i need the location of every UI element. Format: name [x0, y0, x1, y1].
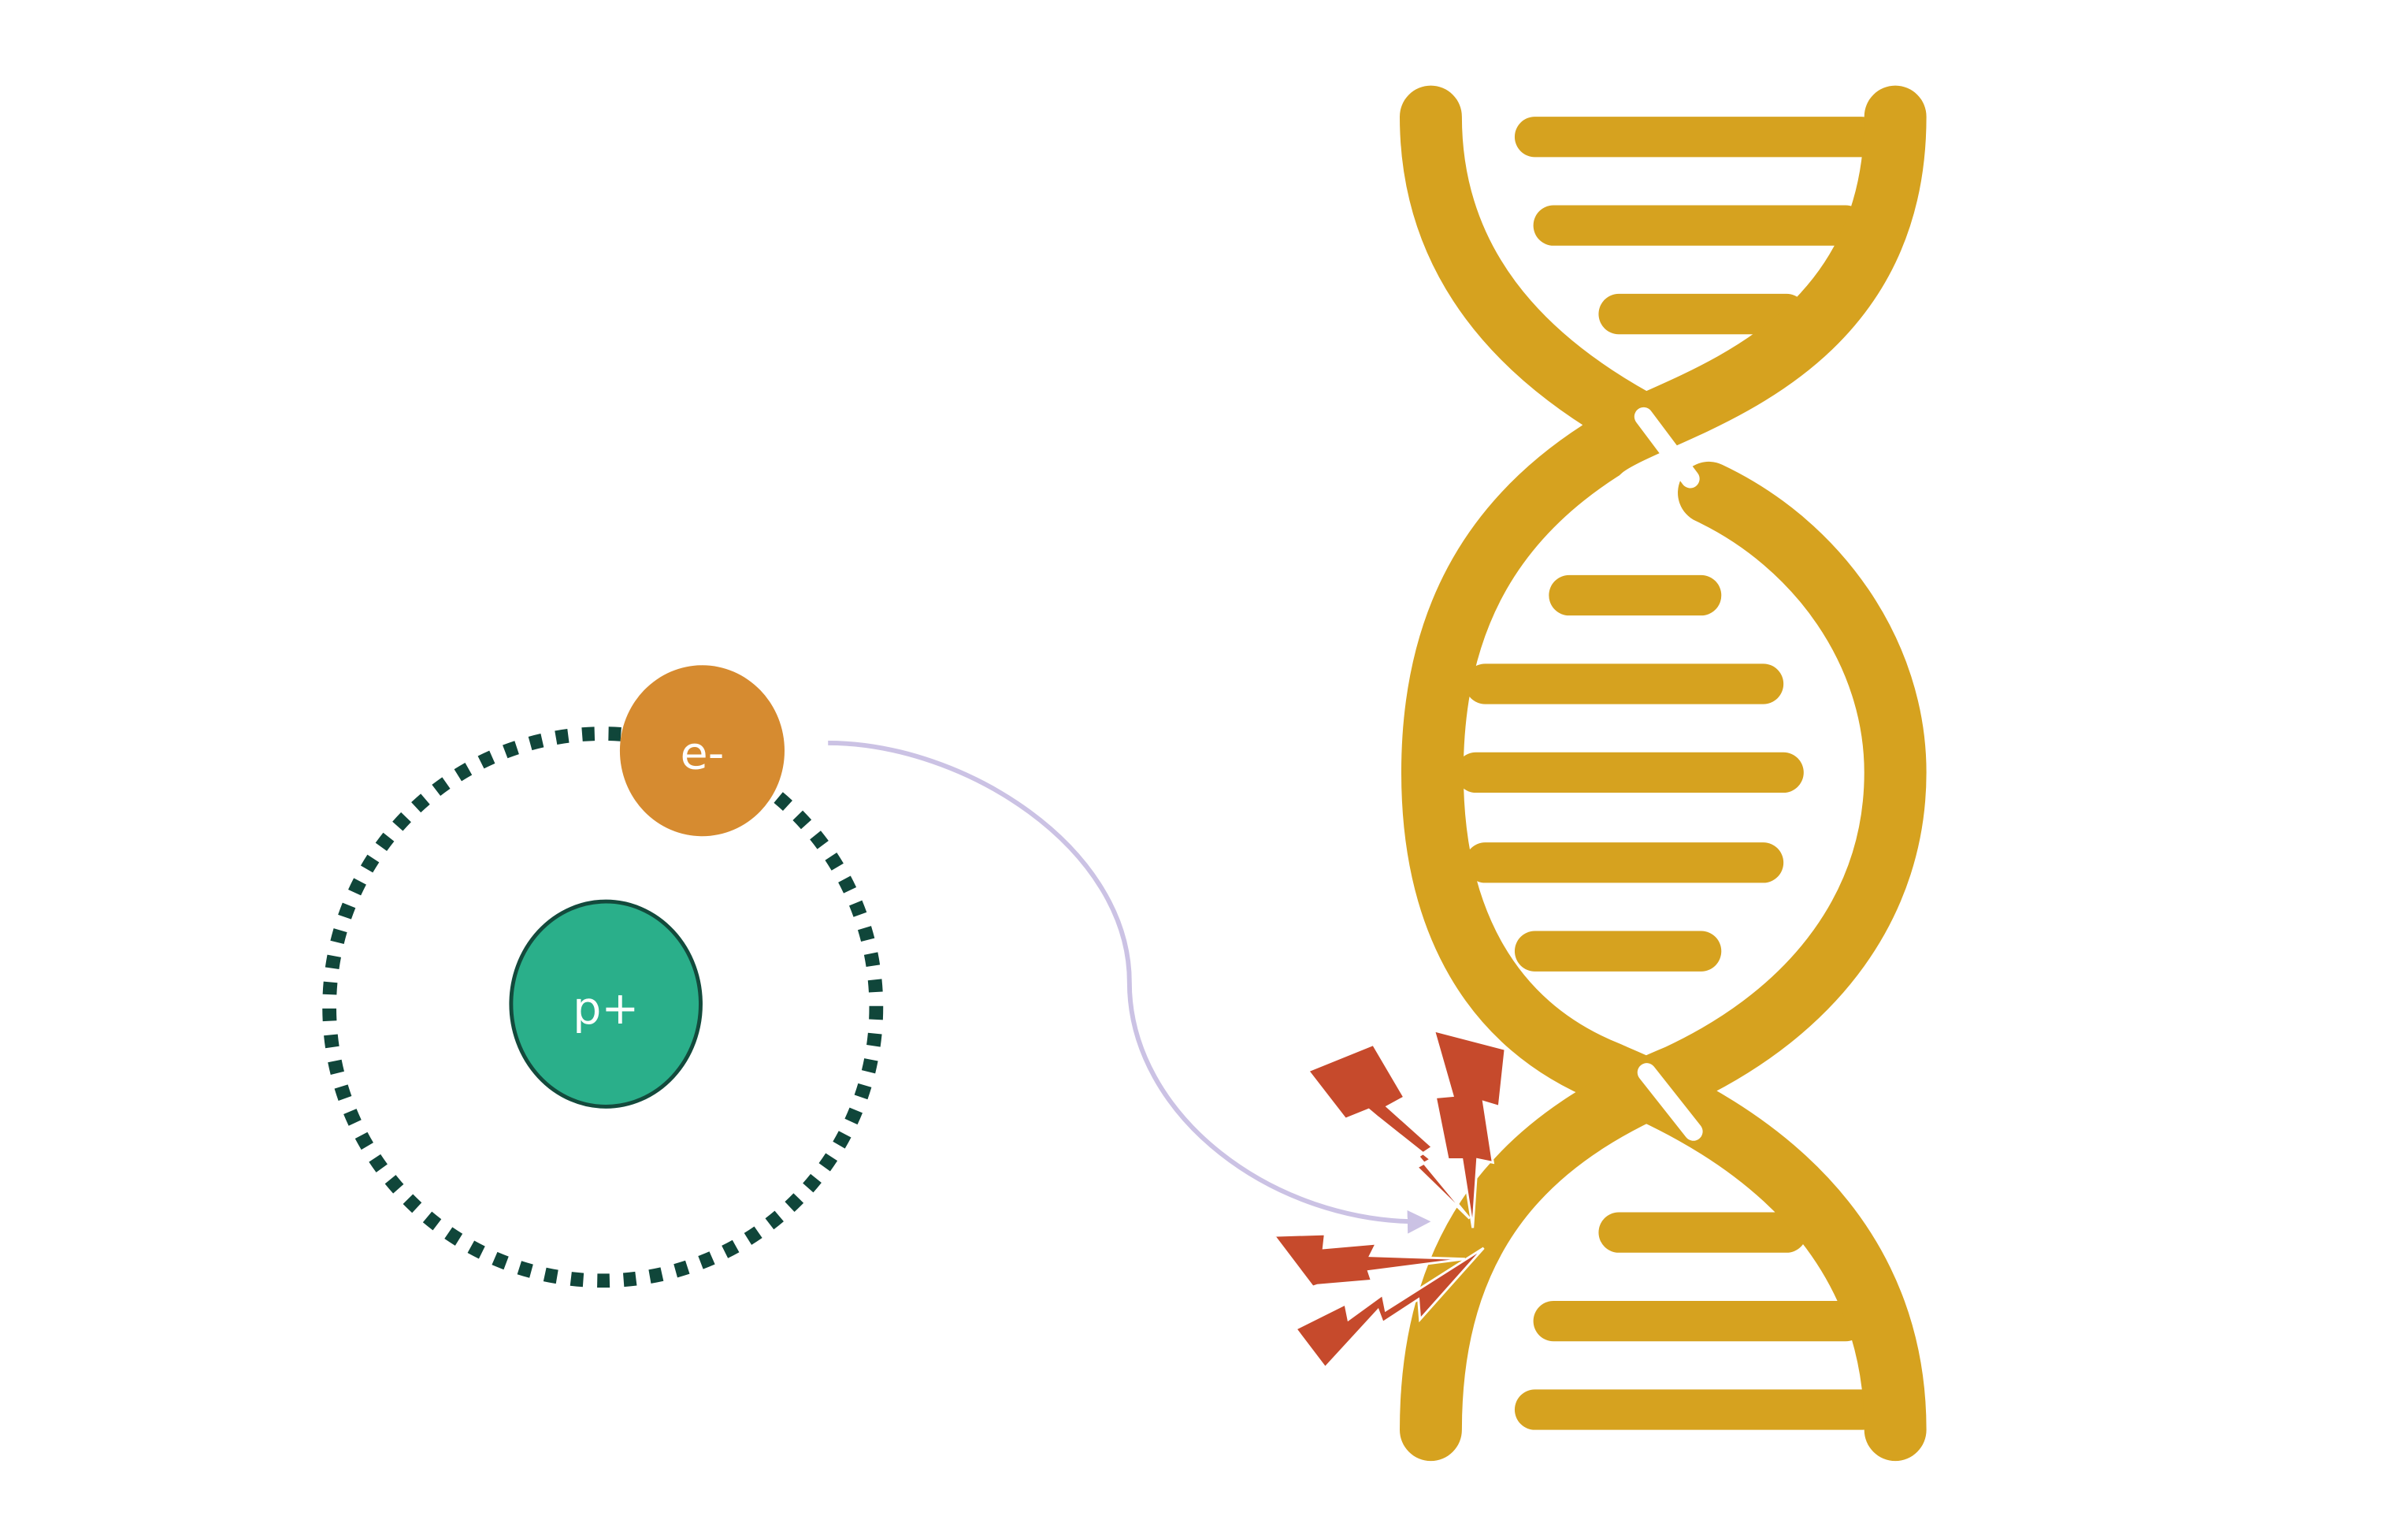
dna-base-pairs	[1456, 117, 1882, 1430]
proton-circle	[509, 899, 703, 1109]
lightning-bolt-2	[1432, 1028, 1507, 1228]
dna-crossing-gaps	[1634, 407, 1703, 1141]
electron-label: e-	[681, 728, 725, 780]
electron-circle	[619, 665, 785, 837]
proton-label: p+	[573, 983, 639, 1035]
dna-helix-icon	[1400, 85, 1927, 1462]
lightning-bolt-1	[1306, 1042, 1471, 1220]
dna-backbone	[1400, 85, 1927, 1462]
electron: e-	[619, 665, 785, 837]
lightning-burst-icon	[1271, 1028, 1507, 1370]
proton: p+	[509, 899, 703, 1109]
electron-trajectory-arrow	[828, 740, 1431, 1234]
electron-orbit	[322, 726, 884, 1288]
lightning-bolt-4	[1293, 1247, 1485, 1370]
